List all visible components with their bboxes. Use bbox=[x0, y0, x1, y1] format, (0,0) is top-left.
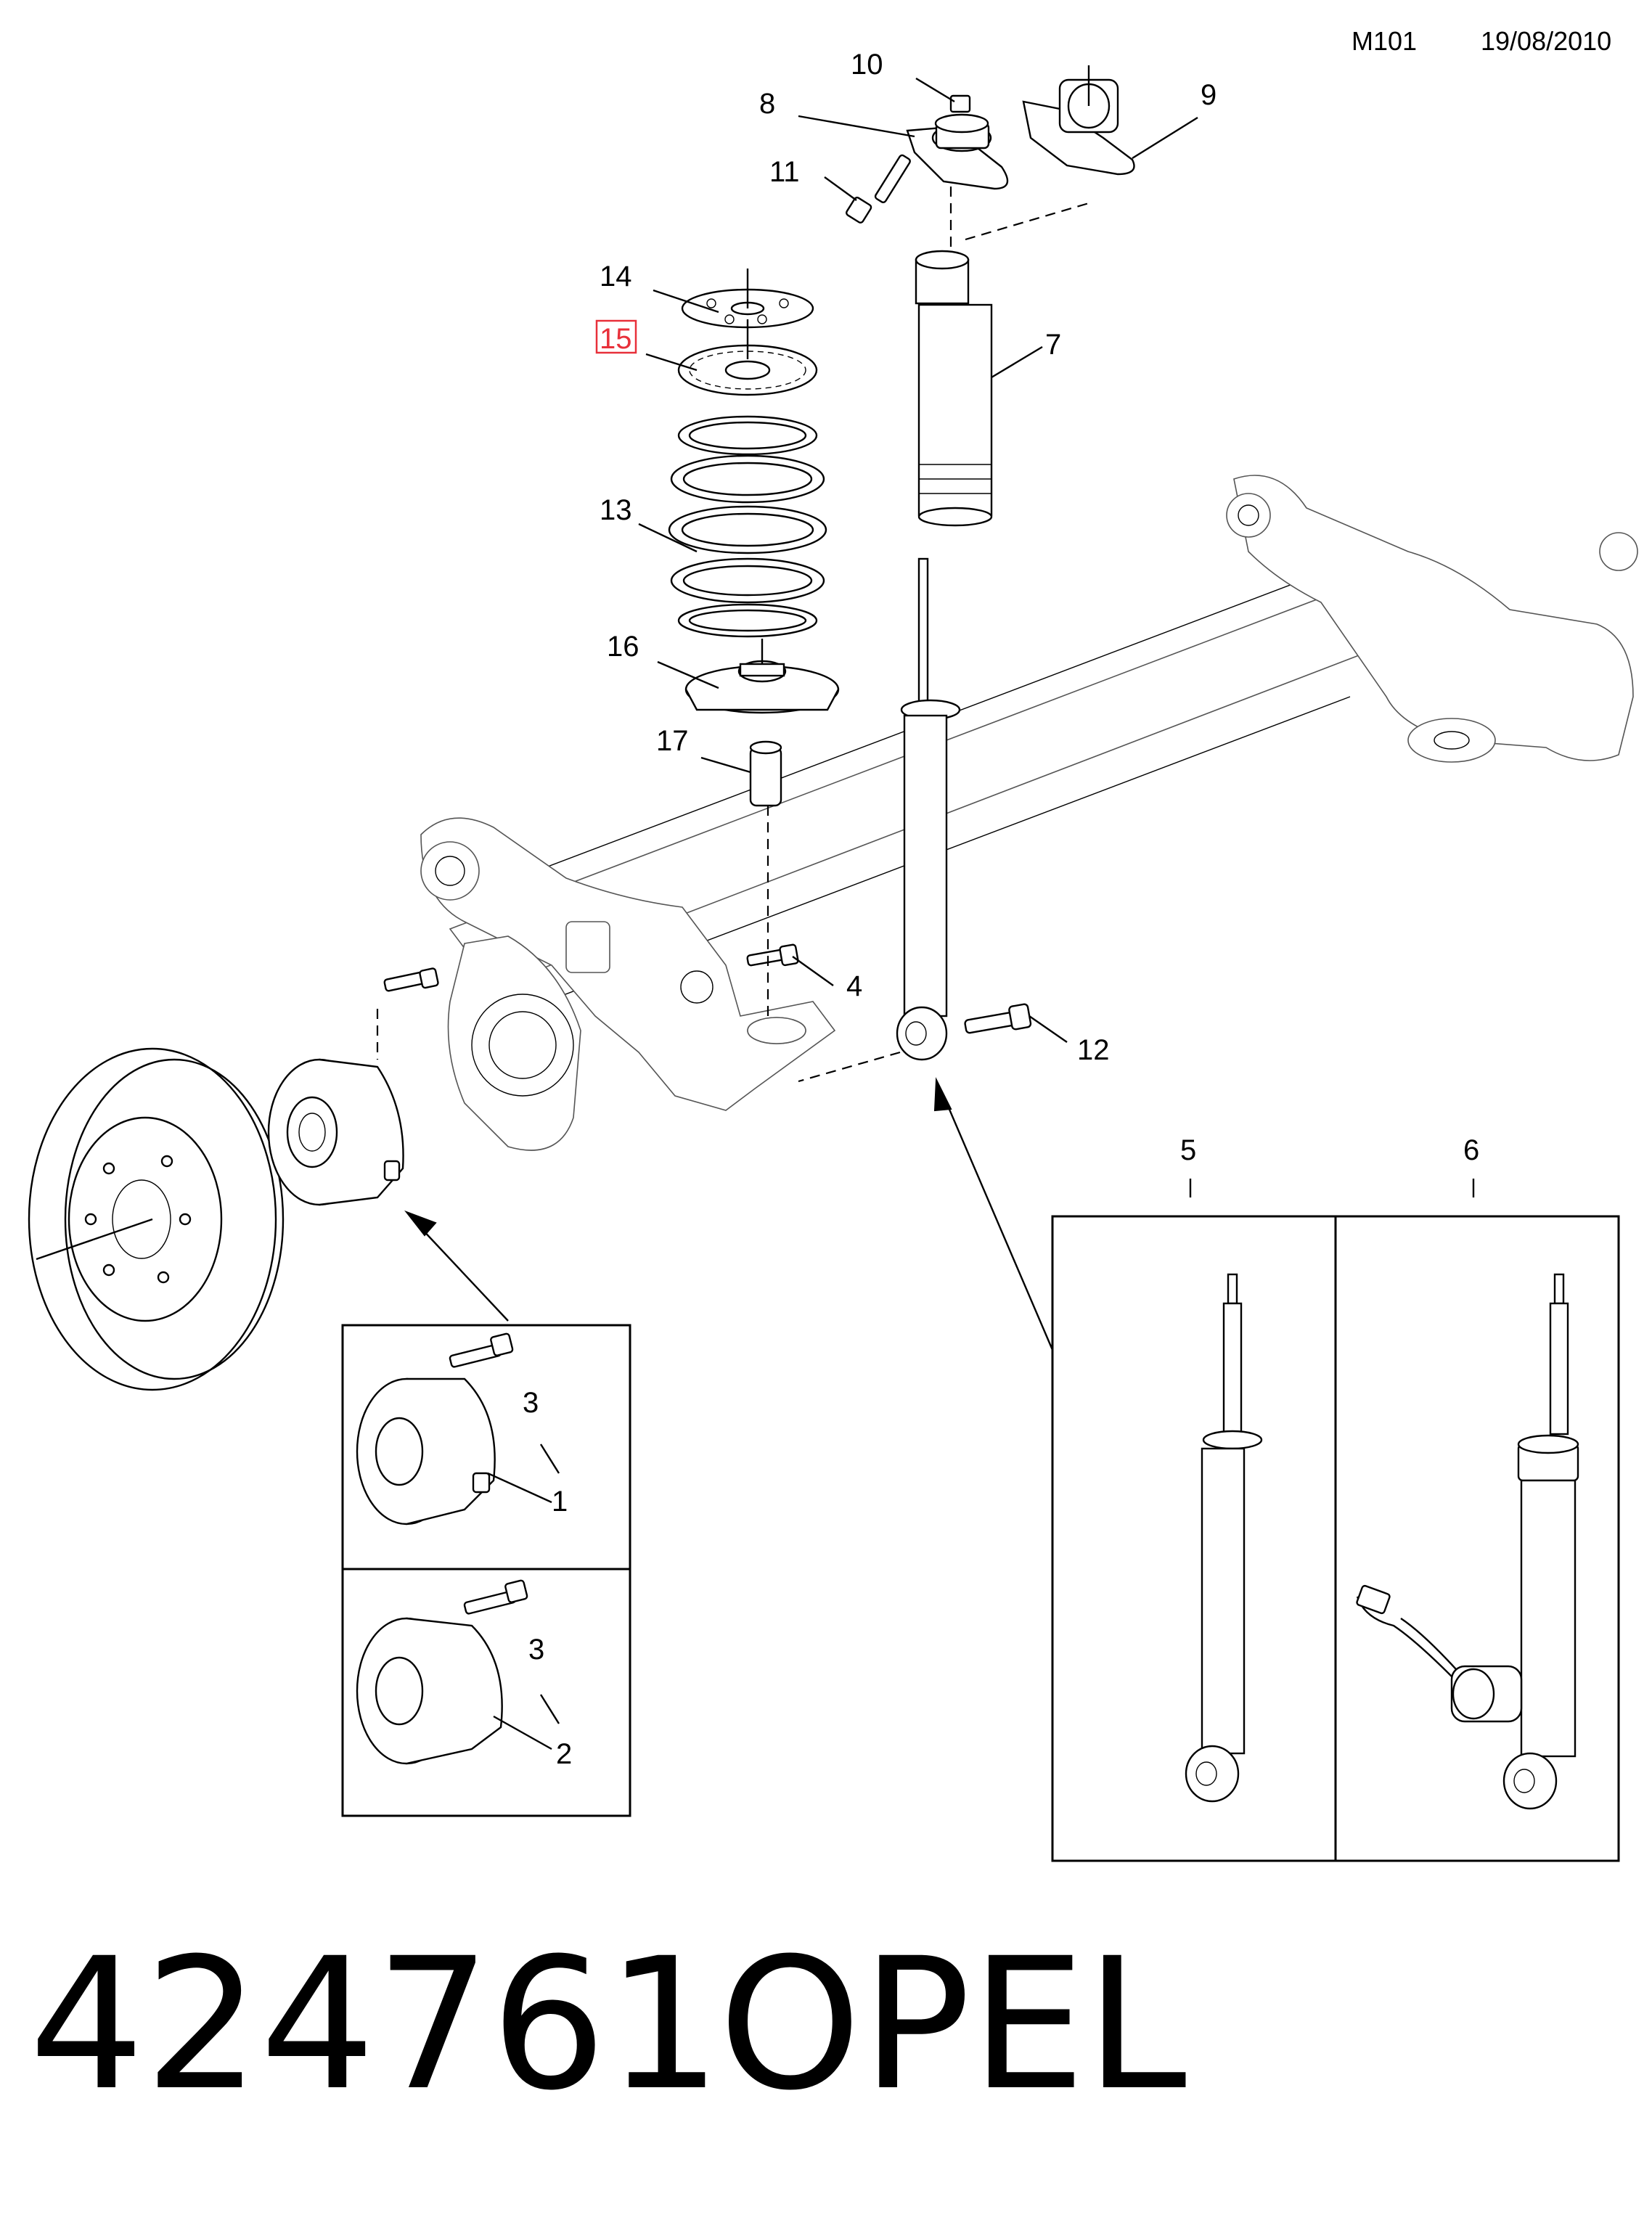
detail-box-hub-1 bbox=[341, 1324, 631, 1570]
callout-6: 6 bbox=[1463, 1134, 1479, 1166]
coil-spring-13 bbox=[668, 415, 827, 638]
part-number: 424761 bbox=[29, 1919, 722, 2130]
callout-8: 8 bbox=[759, 88, 775, 120]
callout-5: 5 bbox=[1180, 1134, 1196, 1166]
brake-backing-plate bbox=[447, 935, 581, 1151]
callout-2: 2 bbox=[556, 1738, 572, 1770]
dust-boot bbox=[915, 250, 993, 527]
callout-11: 11 bbox=[769, 156, 800, 188]
diagram-code: M101 bbox=[1352, 26, 1418, 56]
bolt-12 bbox=[964, 1003, 1032, 1034]
callout-16: 16 bbox=[607, 631, 639, 663]
callout-17: 17 bbox=[656, 725, 689, 757]
callout-3-detail-1: 3 bbox=[523, 1387, 539, 1419]
bolt-4 bbox=[746, 943, 799, 967]
callout-14: 14 bbox=[600, 261, 632, 292]
shock-variant-5 bbox=[1185, 1273, 1263, 1803]
callout-15-highlight bbox=[595, 319, 637, 354]
callout-12: 12 bbox=[1077, 1034, 1110, 1066]
brand-name: OPEL bbox=[719, 1919, 1187, 2130]
hub-bolt-main bbox=[383, 967, 439, 992]
nut-10 bbox=[949, 94, 971, 113]
spring-insulator-15 bbox=[677, 344, 818, 396]
detail-box-hub-2 bbox=[341, 1568, 631, 1817]
callout-15: 15 bbox=[600, 323, 632, 355]
wheel-hub bbox=[267, 1058, 404, 1206]
lower-spring-seat-16 bbox=[684, 660, 840, 714]
callouts: 10 8 9 11 14 15 7 13 16 17 4 12 5 6 3 1 … bbox=[523, 49, 1479, 1770]
diagram-date: 19/08/2010 bbox=[1481, 26, 1612, 56]
callout-10: 10 bbox=[851, 49, 883, 81]
callout-7: 7 bbox=[1045, 329, 1061, 361]
shock-variant-6 bbox=[1356, 1273, 1579, 1810]
upper-mount-8 bbox=[906, 113, 1009, 190]
callout-4: 4 bbox=[846, 970, 862, 1002]
brake-disc bbox=[28, 1047, 285, 1391]
callout-3-detail-2: 3 bbox=[528, 1634, 544, 1666]
leader-lines bbox=[638, 77, 1475, 1197]
callout-9: 9 bbox=[1201, 79, 1216, 111]
bump-stop-17 bbox=[749, 740, 782, 807]
shock-absorber-main bbox=[896, 557, 961, 1061]
callout-13: 13 bbox=[600, 494, 632, 526]
callout-1: 1 bbox=[552, 1486, 568, 1518]
detail-box-shocks bbox=[1051, 1215, 1620, 1862]
mount-bracket-9 bbox=[1022, 65, 1135, 176]
detail-arrows bbox=[404, 1077, 1054, 1351]
bolt-11 bbox=[846, 154, 911, 224]
